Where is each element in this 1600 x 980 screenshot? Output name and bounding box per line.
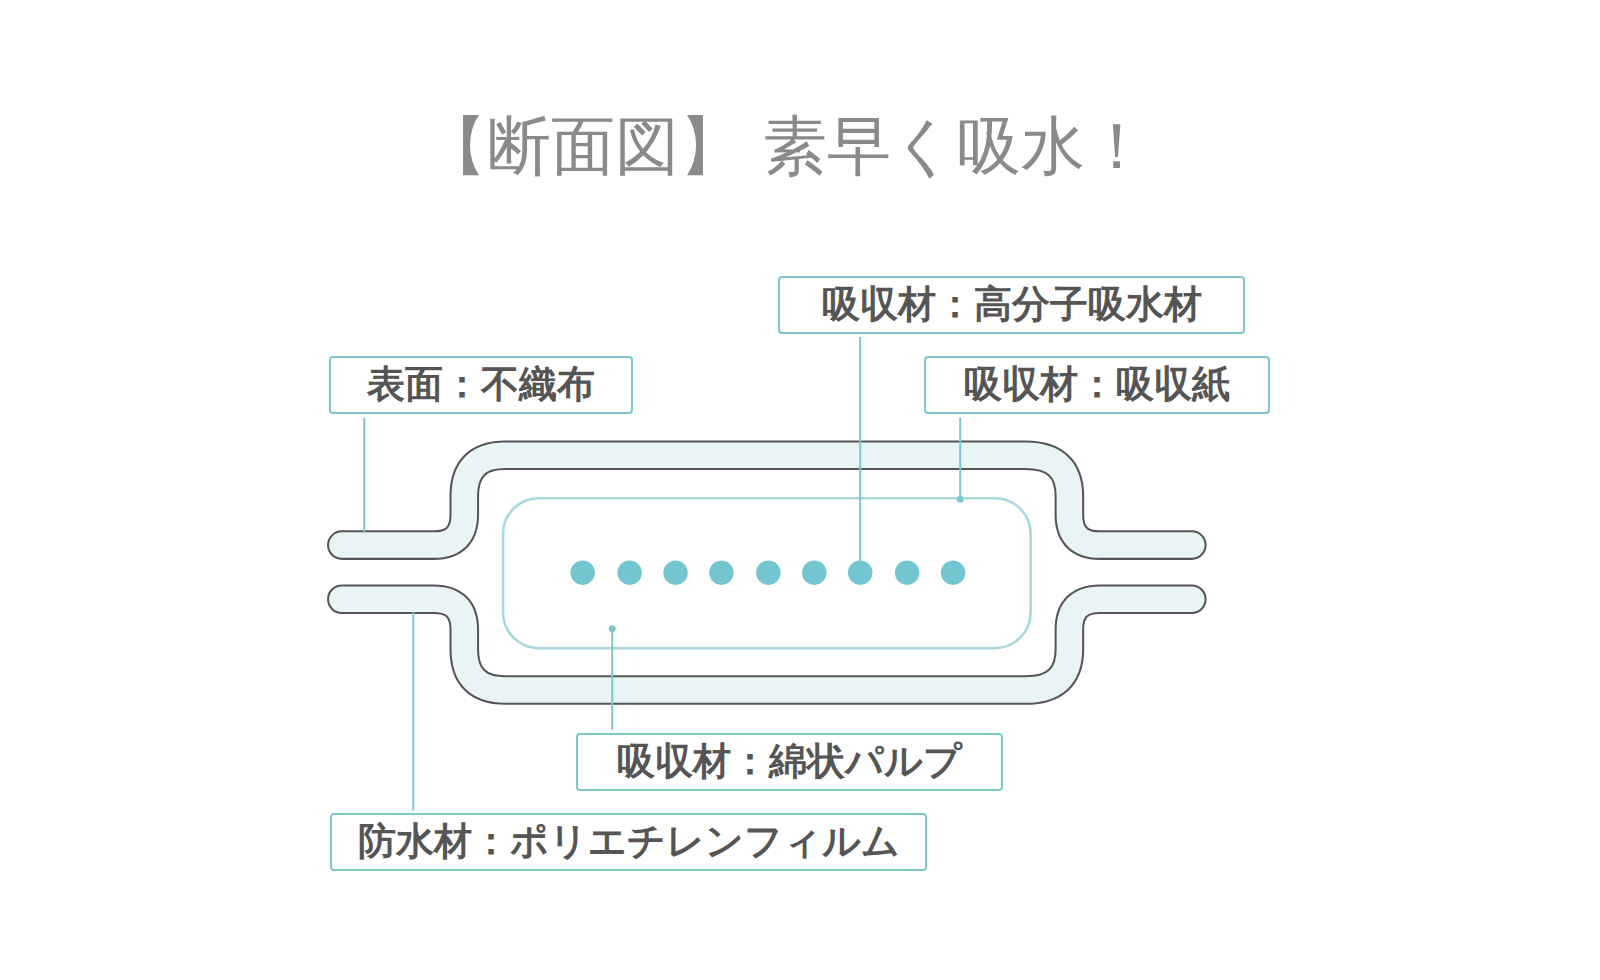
leader-line xyxy=(859,337,861,561)
polymer-dot xyxy=(617,560,641,584)
leader-line xyxy=(363,418,365,532)
leader-dot xyxy=(610,626,615,631)
callout-box: 吸収材：綿状パルプ xyxy=(576,733,1003,791)
polymer-dot xyxy=(570,560,594,584)
callout-box: 吸収材：高分子吸水材 xyxy=(778,276,1245,334)
callout-label: 表面：不織布 xyxy=(367,364,595,406)
polymer-dot xyxy=(663,560,687,584)
leader-line xyxy=(959,418,961,500)
polymer-dot xyxy=(709,560,733,584)
callout-label: 防水材：ポリエチレンフィルム xyxy=(358,821,900,863)
callout-box: 吸収材：吸収紙 xyxy=(924,356,1270,414)
callout-label: 吸収材：吸収紙 xyxy=(964,364,1230,406)
callout-box: 表面：不織布 xyxy=(329,356,633,414)
polymer-dot xyxy=(802,560,826,584)
callout-label: 吸収材：綿状パルプ xyxy=(617,741,962,783)
polymer-dot xyxy=(941,560,965,584)
leader-dot xyxy=(958,497,963,502)
callout-box: 防水材：ポリエチレンフィルム xyxy=(330,813,927,871)
title: 【断面図】 素早く吸水！ xyxy=(423,108,1149,185)
absorbent-core xyxy=(503,498,1031,648)
polymer-dot xyxy=(756,560,780,584)
polymer-dots xyxy=(570,560,965,584)
polymer-dot xyxy=(848,560,872,584)
callout-label: 吸収材：高分子吸水材 xyxy=(822,284,1202,326)
leader-line xyxy=(611,629,613,730)
leader-line xyxy=(412,612,414,810)
polymer-dot xyxy=(895,560,919,584)
